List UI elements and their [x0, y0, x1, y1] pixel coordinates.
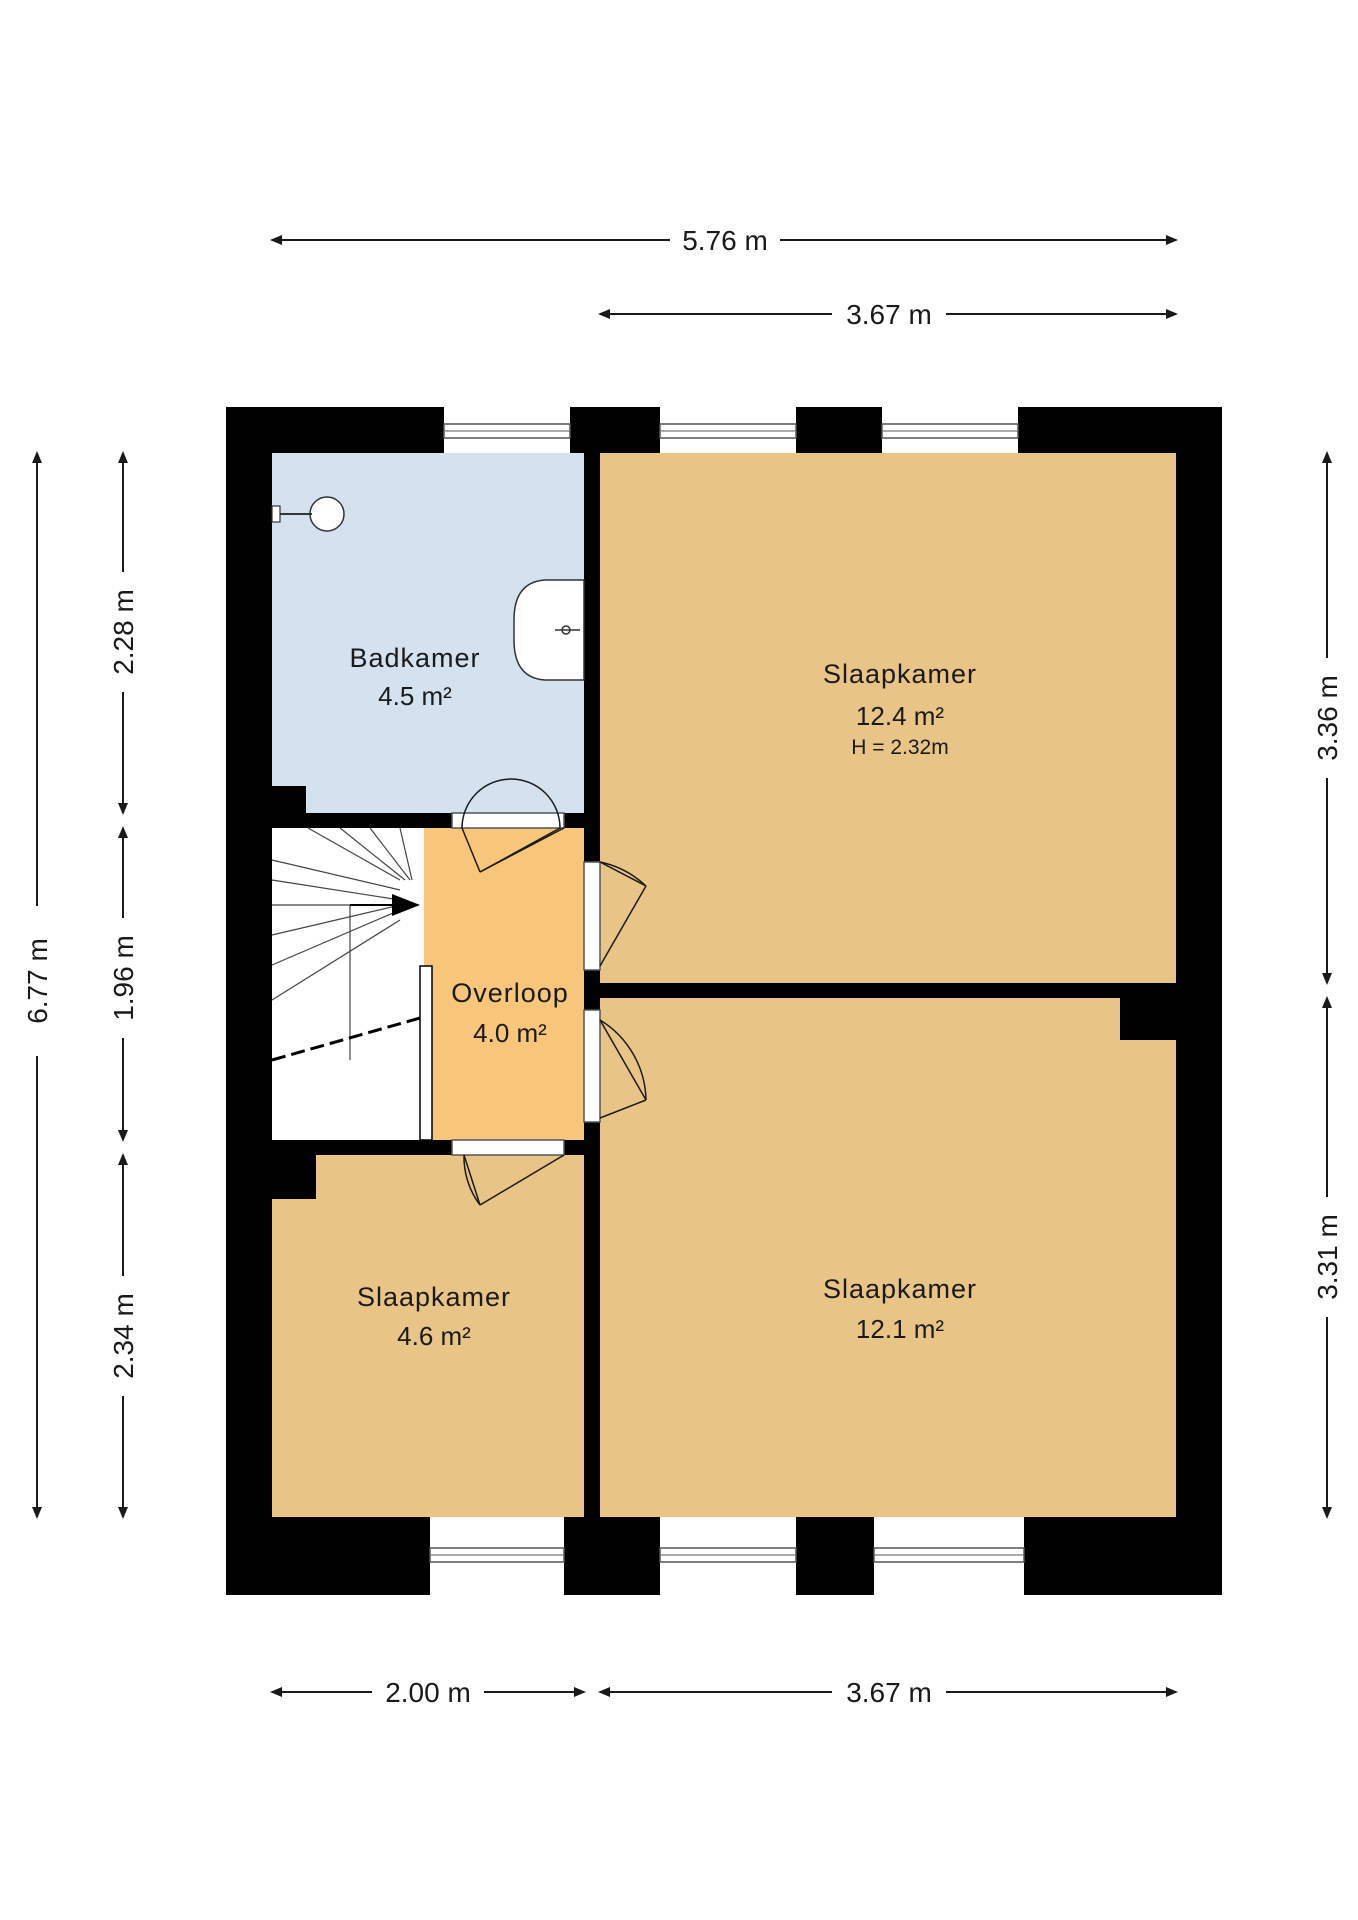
dimension-left-middle: 1.96 m	[108, 826, 139, 1142]
toilet-icon	[513, 579, 585, 681]
dimension-left-bottom-label: 2.34 m	[108, 1293, 139, 1379]
badkamer-area: 4.5 m²	[378, 681, 452, 711]
sink-icon	[271, 496, 345, 532]
dimension-top-right-label: 3.67 m	[846, 299, 932, 330]
dimension-right-top-label: 3.36 m	[1312, 675, 1343, 761]
dimension-top-total-label: 5.76 m	[682, 225, 768, 256]
dimension-left-total-label: 6.77 m	[22, 938, 53, 1024]
staircase-floor	[272, 828, 424, 1140]
window-icon	[429, 423, 1025, 1563]
slaapkamer-bottom-right-name: Slaapkamer	[823, 1274, 977, 1304]
slaapkamer-bottom-right-floor	[600, 998, 1176, 1517]
slaapkamer-top-right-area: 12.4 m²	[856, 701, 944, 731]
slaapkamer-bottom-left-floor	[272, 1155, 584, 1517]
slaapkamer-bottom-right-area: 12.1 m²	[856, 1314, 944, 1344]
slaapkamer-top-right-name: Slaapkamer	[823, 659, 977, 689]
dimension-top-total: 5.76 m	[270, 225, 1178, 256]
slaapkamer-top-right-floor	[600, 453, 1176, 983]
door-swing-icon	[451, 778, 647, 1206]
dimension-bottom-right: 3.67 m	[598, 1677, 1178, 1708]
dimension-top-right: 3.67 m	[598, 299, 1178, 330]
dimension-left-top-label: 2.28 m	[108, 589, 139, 675]
dimension-left-total: 6.77 m	[22, 451, 53, 1519]
overloop-area: 4.0 m²	[473, 1018, 547, 1048]
badkamer-name: Badkamer	[349, 643, 480, 673]
dimension-left-middle-label: 1.96 m	[108, 935, 139, 1021]
dimension-right-bottom-label: 3.31 m	[1312, 1214, 1343, 1300]
dimension-bottom-left-label: 2.00 m	[385, 1677, 471, 1708]
dimension-right-top: 3.36 m	[1312, 451, 1343, 985]
staircase-icon	[271, 827, 421, 1062]
slaapkamer-bottom-left-area: 4.6 m²	[397, 1321, 471, 1351]
dimension-right-bottom: 3.31 m	[1312, 996, 1343, 1519]
dimension-left-bottom: 2.34 m	[108, 1153, 139, 1519]
dimension-left-top: 2.28 m	[108, 451, 139, 815]
slaapkamer-top-right-height: H = 2.32m	[851, 736, 948, 759]
walls	[226, 407, 1222, 1595]
overloop-name: Overloop	[451, 978, 569, 1008]
dimension-bottom-left: 2.00 m	[270, 1677, 586, 1708]
overloop-floor	[424, 828, 584, 1140]
slaapkamer-bottom-left-name: Slaapkamer	[357, 1282, 511, 1312]
dimension-bottom-right-label: 3.67 m	[846, 1677, 932, 1708]
